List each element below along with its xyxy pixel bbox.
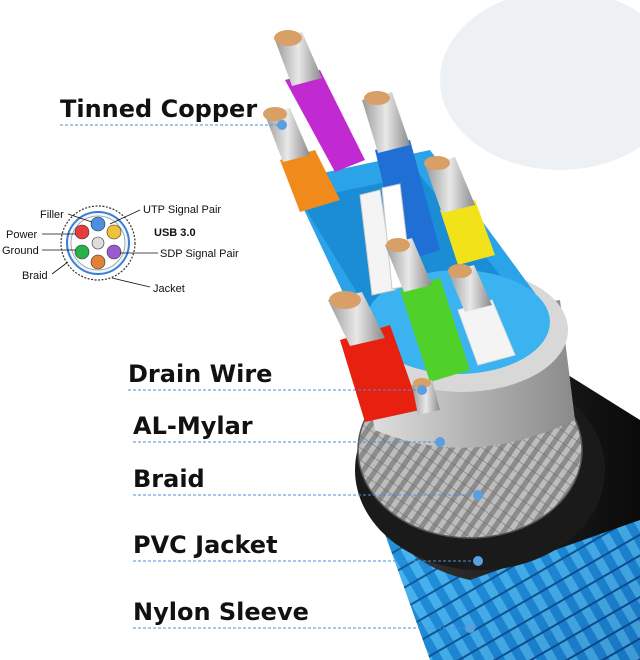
leader-dots	[277, 120, 483, 633]
label-pvc-jacket: PVC Jacket	[133, 531, 278, 559]
wire-blue	[362, 91, 440, 262]
wire-magenta	[274, 30, 365, 172]
background-glow	[440, 0, 640, 170]
dot-braid	[473, 490, 483, 500]
cs-utp-a	[90, 216, 106, 232]
cs-label-utp: UTP Signal Pair	[143, 204, 221, 216]
cs-label-filler: Filler	[40, 209, 64, 221]
dot-drain-wire	[417, 385, 427, 395]
wire-white	[448, 264, 516, 366]
wire-green	[385, 238, 470, 382]
dot-tinned-copper	[277, 120, 287, 130]
dot-pvc-jacket	[473, 556, 483, 566]
cs-label-braid: Braid	[22, 270, 48, 282]
dot-nylon-sleeve	[465, 623, 475, 633]
wire-yellow	[424, 156, 495, 265]
cs-label-jacket: Jacket	[153, 283, 185, 295]
cs-utp-b	[106, 224, 122, 240]
cs-filler	[91, 236, 105, 250]
dot-al-mylar	[435, 437, 445, 447]
cs-label-usb: USB 3.0	[154, 227, 196, 239]
cross-section-inset: Filler Power Ground Braid UTP Signal Pai…	[2, 204, 239, 295]
label-nylon-sleeve: Nylon Sleeve	[133, 598, 309, 626]
label-drain-wire: Drain Wire	[128, 360, 272, 388]
label-al-mylar: AL-Mylar	[133, 412, 253, 440]
cs-power	[74, 224, 90, 240]
cs-label-power: Power	[6, 229, 38, 241]
label-braid: Braid	[133, 465, 205, 493]
cs-sdp-a	[106, 244, 122, 260]
leader-lines	[60, 124, 478, 629]
label-tinned-copper: Tinned Copper	[60, 95, 257, 123]
cs-ground	[74, 244, 90, 260]
wire-red	[328, 291, 420, 422]
wire-orange	[263, 107, 340, 212]
cs-label-ground: Ground	[2, 245, 39, 257]
cs-label-sdp: SDP Signal Pair	[160, 248, 239, 260]
cs-sdp-b	[90, 254, 106, 270]
